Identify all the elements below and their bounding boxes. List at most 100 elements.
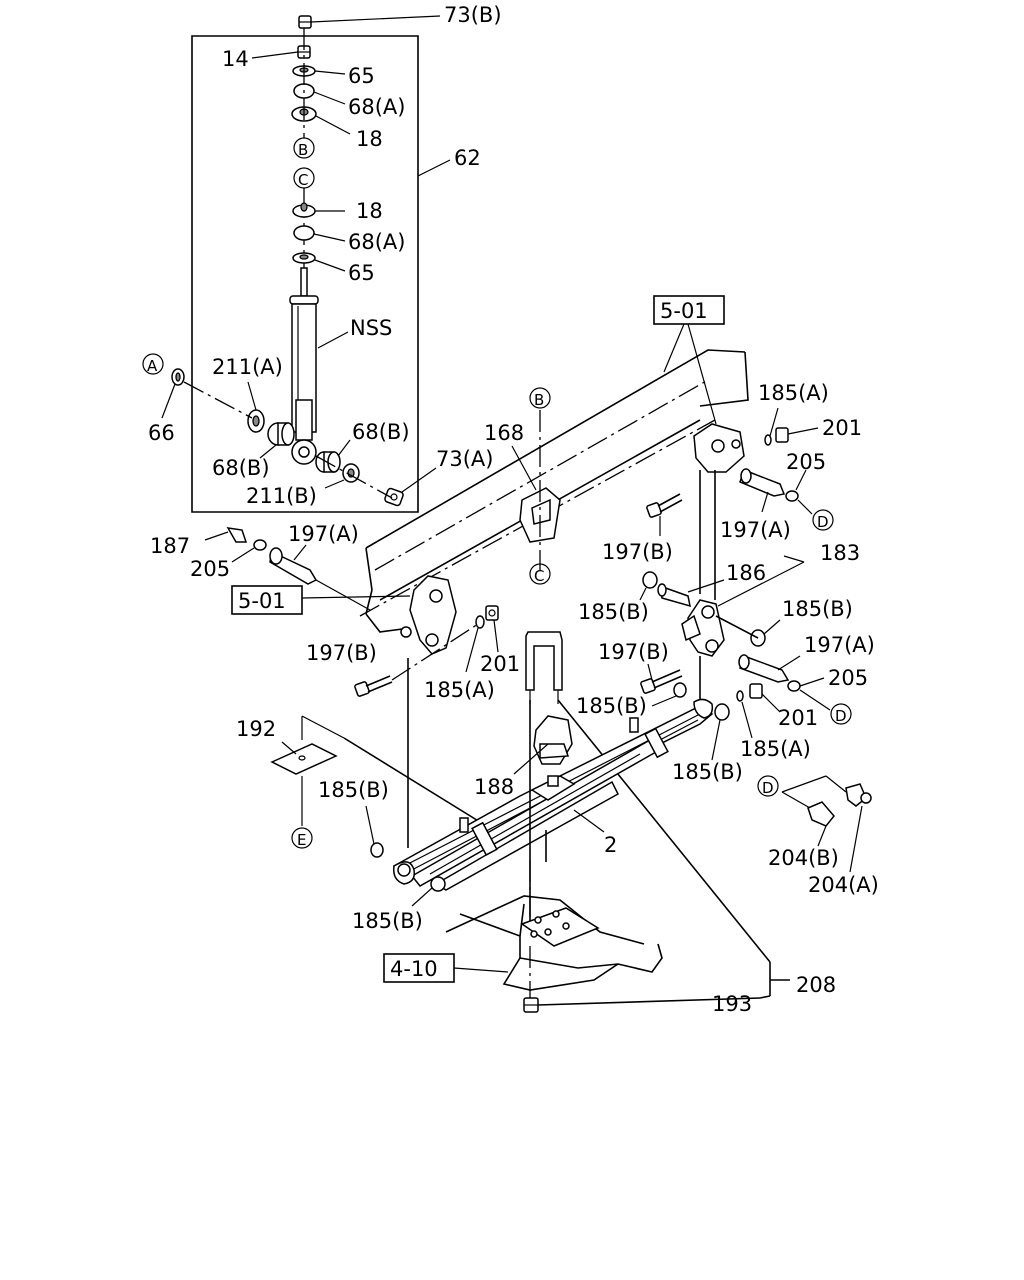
label-201-shackle: 201 xyxy=(778,706,818,730)
label-62: 62 xyxy=(454,146,481,170)
label-211a: 211(A) xyxy=(212,355,283,379)
svg-text:A: A xyxy=(147,357,158,375)
label-185a-shackle: 185(A) xyxy=(740,737,811,761)
svg-text:E: E xyxy=(297,831,306,849)
washer-205-front xyxy=(231,539,267,563)
assembly-62-bracket xyxy=(191,35,419,513)
label-187: 187 xyxy=(150,534,190,558)
label-193: 193 xyxy=(712,992,752,1016)
callout-a-left: A xyxy=(142,353,164,375)
label-197a-shackle: 197(A) xyxy=(804,633,875,657)
label-68b-left: 68(B) xyxy=(212,456,270,480)
part-labels: 73(B) 14 65 68(A) 18 62 18 68(A) 65 NSS … xyxy=(148,3,879,1016)
svg-text:B: B xyxy=(534,391,544,409)
label-nss: NSS xyxy=(350,316,392,340)
label-168: 168 xyxy=(484,421,524,445)
washer-185a-front xyxy=(475,615,485,629)
washer-185b-shackle-bottom xyxy=(714,703,730,721)
label-185b-shackle-bottom: 185(B) xyxy=(672,760,743,784)
label-65-top: 65 xyxy=(348,64,375,88)
washer-185b-eye-lower xyxy=(430,876,446,892)
shackle-183 xyxy=(681,555,805,657)
shock-absorber-assembly xyxy=(161,15,451,513)
label-204b: 204(B) xyxy=(768,846,839,870)
label-68a-top: 68(A) xyxy=(348,95,405,119)
grease-fitting-187 xyxy=(204,527,248,543)
label-185b-eye-upper: 185(B) xyxy=(318,778,389,802)
pad-192 xyxy=(270,715,481,826)
nut-73a-part xyxy=(384,487,404,507)
label-205-shackle: 205 xyxy=(828,666,868,690)
label-197a-front: 197(A) xyxy=(288,522,359,546)
label-201-rear: 201 xyxy=(822,416,862,440)
frame-ref-top-text: 5-01 xyxy=(660,299,708,323)
callout-b-clamp: B xyxy=(529,387,551,409)
label-188: 188 xyxy=(474,775,514,799)
label-205-front: 205 xyxy=(190,557,230,581)
label-185b-shackle-right: 185(B) xyxy=(782,597,853,621)
bolt-197b-shackle xyxy=(640,663,683,694)
frame-ref-left: 5-01 xyxy=(231,585,411,615)
label-73a: 73(A) xyxy=(436,447,493,471)
callout-c-clamp: C xyxy=(529,563,551,585)
label-205-rear: 205 xyxy=(786,450,826,474)
callout-d-fitting: D xyxy=(757,775,779,797)
label-185a-front: 185(A) xyxy=(424,678,495,702)
nut-73b-part xyxy=(298,15,312,29)
washer-185a-shackle xyxy=(736,690,744,702)
bolt-197b-rear xyxy=(646,493,683,536)
nut-201-front xyxy=(485,605,499,621)
label-18-lower: 18 xyxy=(356,199,383,223)
fittings-204 xyxy=(781,775,872,873)
washer-185b-eye-upper xyxy=(370,842,384,858)
label-73b: 73(B) xyxy=(444,3,502,27)
frame-ref-top: 5-01 xyxy=(653,295,725,425)
label-208: 208 xyxy=(796,973,836,997)
axle-ref-box: 4-10 xyxy=(383,953,455,983)
callout-e: E xyxy=(291,827,313,849)
label-192: 192 xyxy=(236,717,276,741)
bushing-68a-lower xyxy=(293,225,315,241)
label-68b-right: 68(B) xyxy=(352,420,410,444)
label-204a: 204(A) xyxy=(808,873,879,897)
label-186: 186 xyxy=(726,561,766,585)
label-197b-front: 197(B) xyxy=(306,641,377,665)
callout-d-rear: D xyxy=(812,509,834,531)
svg-text:D: D xyxy=(817,513,829,531)
label-65-lower: 65 xyxy=(348,261,375,285)
pin-197a-rear xyxy=(739,468,786,513)
front-hanger-bracket xyxy=(400,575,457,655)
frame-ref-left-text: 5-01 xyxy=(238,589,286,613)
washer-185a-rear xyxy=(764,434,772,446)
svg-text:C: C xyxy=(534,567,544,585)
callout-d-shackle: D xyxy=(830,703,852,725)
washer-205-shackle xyxy=(787,677,831,711)
front-axle xyxy=(445,895,663,991)
callout-b-shock: B xyxy=(293,137,315,159)
washer-185b-shackle-left xyxy=(642,571,658,589)
label-185b-shackle-left: 185(B) xyxy=(578,600,649,624)
label-185b-eye-lower: 185(B) xyxy=(352,909,423,933)
label-185a-rear: 185(A) xyxy=(758,381,829,405)
bushing-186 xyxy=(657,579,725,608)
label-197b-rear: 197(B) xyxy=(602,540,673,564)
pin-197a-front xyxy=(269,544,371,611)
label-197a-rear: 197(A) xyxy=(720,518,791,542)
nut-201-shackle xyxy=(749,683,781,713)
washer-205-rear xyxy=(785,469,813,515)
label-18-top: 18 xyxy=(356,127,383,151)
svg-text:D: D xyxy=(835,707,847,725)
axle-ref-text: 4-10 xyxy=(390,957,438,981)
label-183: 183 xyxy=(820,541,860,565)
label-68a-lower: 68(A) xyxy=(348,230,405,254)
bolt-197b-front xyxy=(354,623,479,697)
bumper-188 xyxy=(513,715,573,775)
label-66: 66 xyxy=(148,421,175,445)
clamp-168 xyxy=(511,410,561,570)
svg-text:C: C xyxy=(298,171,308,189)
nut-193 xyxy=(523,997,761,1013)
svg-text:B: B xyxy=(298,141,308,159)
label-211b: 211(B) xyxy=(246,484,317,508)
label-201-front: 201 xyxy=(480,652,520,676)
